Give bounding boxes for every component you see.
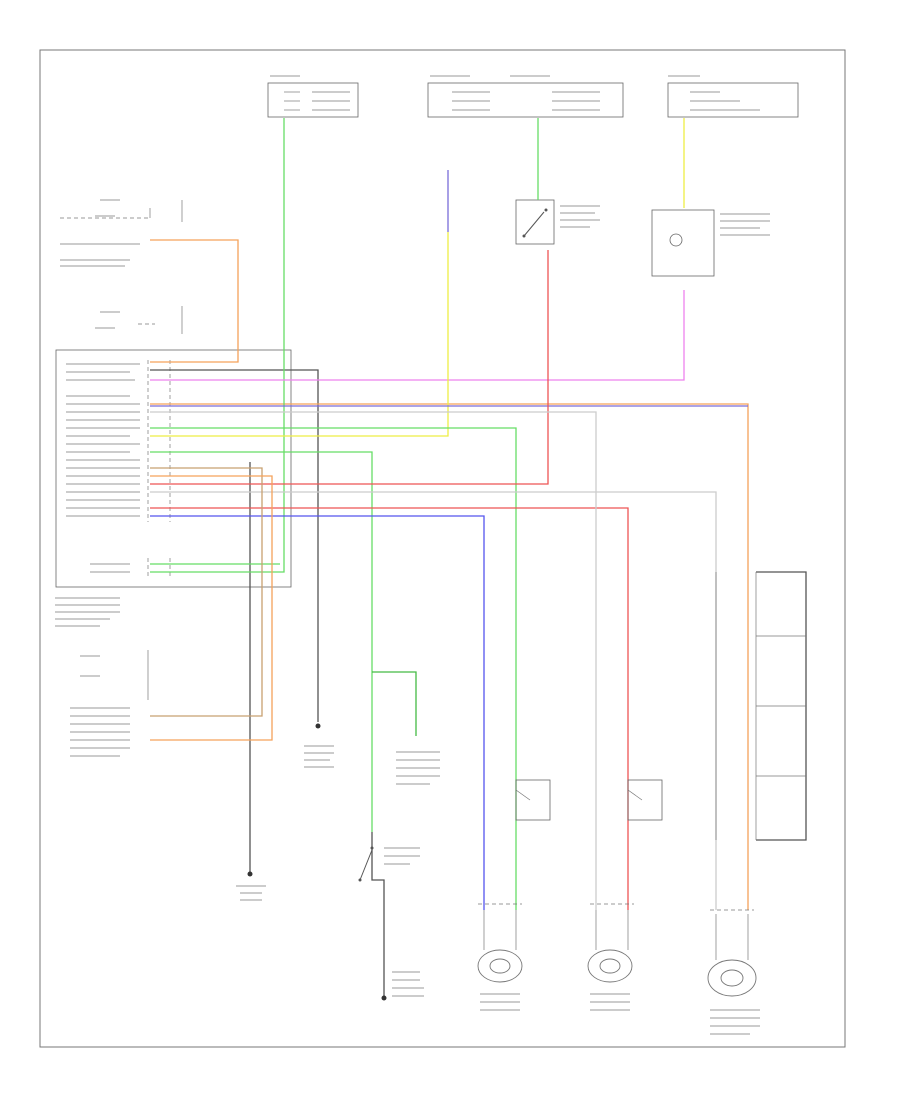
brake-warning-lamp: [651, 209, 770, 277]
ecm-pin-markers: [147, 360, 171, 576]
wire-red-2: [150, 507, 629, 910]
center-connector-label: [396, 751, 440, 785]
wire-dark-1: [150, 369, 319, 722]
wire-orange-2: [150, 403, 749, 910]
wire-orange-1: [150, 239, 239, 363]
wire-dark-3: [371, 832, 385, 1000]
brake-switch: [515, 199, 600, 245]
ebcm-module: [55, 349, 292, 627]
sensor-left-front: [477, 940, 523, 1011]
lower-left-connector: [70, 650, 149, 757]
wire-green-1: [150, 118, 285, 573]
wire-green-6: [372, 671, 417, 736]
wire-lightgray-2: [150, 491, 717, 910]
sensor-rear: [707, 940, 760, 1035]
wire-tan-2: [150, 475, 273, 741]
wire-lightgray-1: [150, 411, 597, 910]
fuse-header-right: [667, 75, 799, 118]
dlc-connector: [60, 199, 183, 267]
ground-left: [236, 871, 266, 901]
sensor-connectors: [478, 903, 754, 940]
rear-sensor-resistor-stack: [715, 571, 807, 841]
ground-center: [304, 723, 334, 768]
front-left-sensor-box: [515, 779, 551, 821]
ecm-connector-header: [95, 306, 183, 334]
fuse-header-center: [427, 75, 624, 118]
wire-blue-1: [150, 515, 485, 910]
wire-tan-1: [150, 467, 263, 717]
sensor-right-front: [587, 940, 633, 1011]
wire-red-1: [150, 250, 549, 485]
wire-yellow-1: [150, 232, 449, 437]
wire-green-4: [150, 427, 517, 910]
parking-brake-switch: [358, 846, 420, 882]
diagram-frame: [39, 49, 846, 1048]
front-right-sensor-box: [627, 779, 663, 821]
wire-green-5: [150, 451, 373, 832]
ground-bottom: [381, 971, 424, 1001]
wire-pink-1: [150, 290, 685, 381]
fuse-header-left: [267, 75, 359, 118]
